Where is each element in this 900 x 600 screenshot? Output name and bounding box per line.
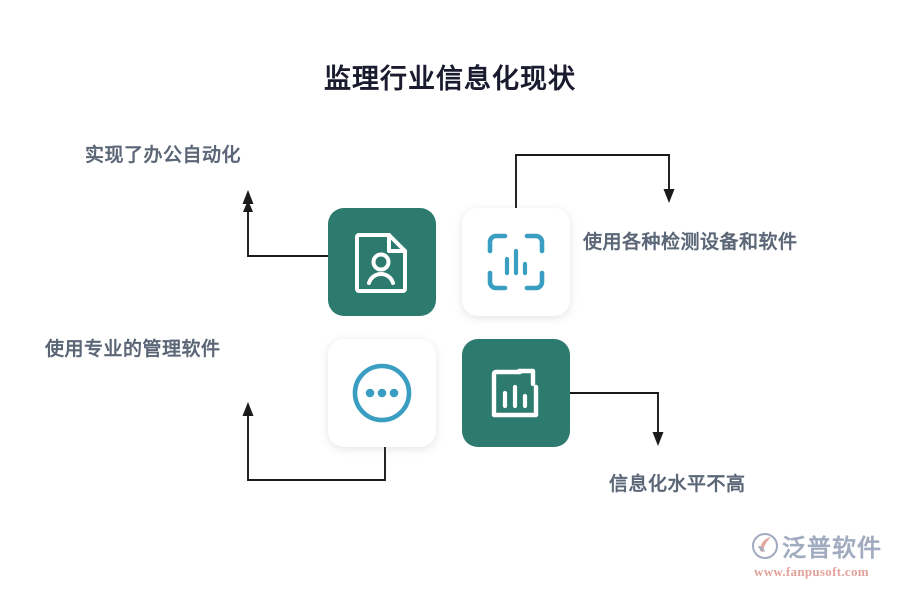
label-management-software: 使用专业的管理软件: [45, 338, 221, 360]
watermark-logo: 泛普软件 www.fanpusoft.com: [752, 532, 892, 585]
circle-ellipsis-icon: [350, 361, 414, 425]
label-office-automation: 实现了办公自动化: [85, 144, 242, 166]
page-title: 监理行业信息化现状: [324, 64, 576, 95]
tile-circle-ellipsis[interactable]: [328, 339, 436, 447]
fanpu-logo-icon: [752, 532, 778, 563]
label-detection-devices: 使用各种检测设备和软件: [583, 231, 798, 253]
tile-bar-chart-arrow[interactable]: [462, 339, 570, 447]
scan-bar-chart-icon: [486, 232, 546, 292]
document-person-icon: [354, 231, 410, 293]
tile-scan-bar-chart[interactable]: [462, 208, 570, 316]
watermark-brand: 泛普软件: [782, 534, 882, 562]
connector-doc-person-to-office-automation: [242, 190, 328, 257]
bar-chart-arrow-icon: [486, 363, 546, 423]
label-low-informatization: 信息化水平不高: [609, 473, 746, 495]
connector-scan-chart-to-detection-devices: [515, 154, 675, 208]
watermark-url: www.fanpusoft.com: [754, 564, 869, 579]
connector-chart-arrow-to-low-informatization: [570, 392, 664, 446]
tile-document-person[interactable]: [328, 208, 436, 316]
